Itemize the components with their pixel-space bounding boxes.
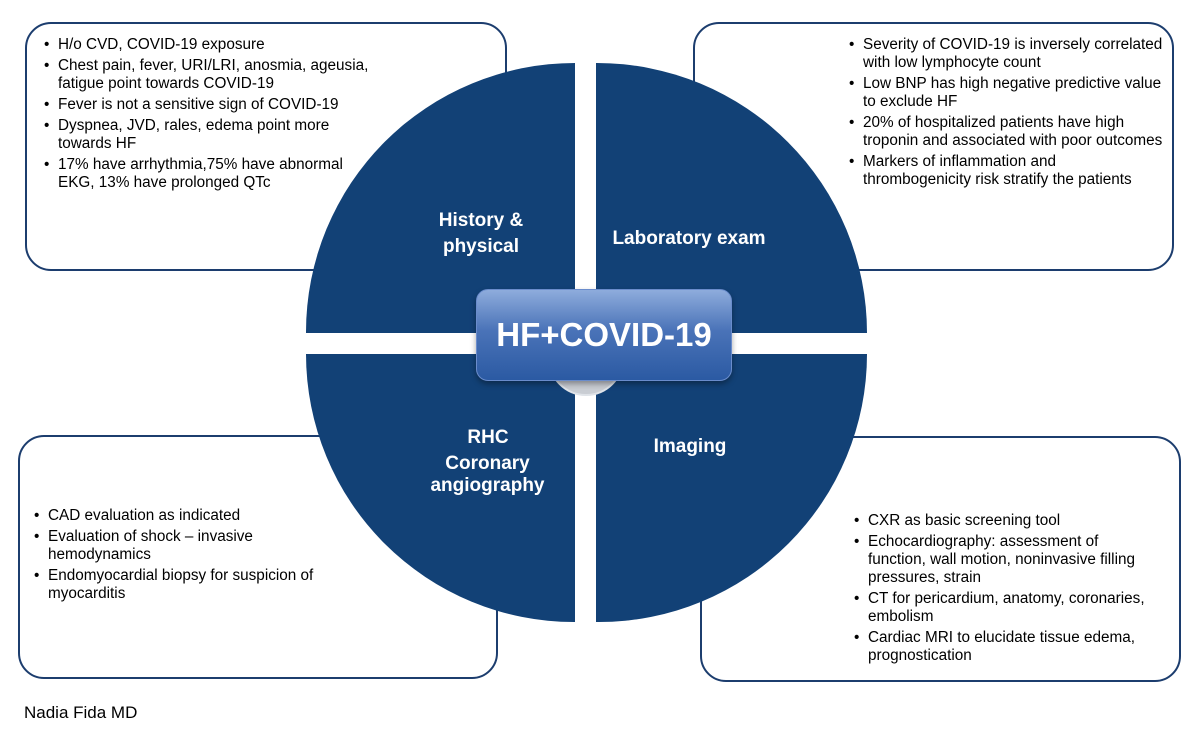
laboratory-list: Severity of COVID-19 is inversely correl… [847,36,1165,192]
list-item: Fever is not a sensitive sign of COVID-1… [42,96,377,114]
list-item: Cardiac MRI to elucidate tissue edema, p… [852,629,1152,665]
laboratory-exam-label: Laboratory exam [612,228,766,249]
list-item: CT for pericardium, anatomy, coronaries,… [852,590,1152,626]
list-item: Low BNP has high negative predictive val… [847,75,1165,111]
list-item: H/o CVD, COVID-19 exposure [42,36,377,54]
list-item: CAD evaluation as indicated [32,507,317,525]
history-list: H/o CVD, COVID-19 exposure Chest pain, f… [42,36,377,195]
rhc-list: CAD evaluation as indicated Evaluation o… [32,507,317,606]
list-item: Echocardiography: assessment of function… [852,533,1152,587]
list-item: CXR as basic screening tool [852,512,1152,530]
list-item: 17% have arrhythmia,75% have abnormal EK… [42,156,377,192]
list-item: Endomyocardial biopsy for suspicion of m… [32,567,317,603]
list-item: Chest pain, fever, URI/LRI, anosmia, age… [42,57,377,93]
center-title: HF+COVID-19 [496,316,712,353]
center-title-box: HF+COVID-19 [476,289,732,381]
rhc-label: RHC [467,427,509,448]
history-physical-label: History & physical [438,210,524,257]
list-item: Dyspnea, JVD, rales, edema point more to… [42,117,377,153]
author-credit: Nadia Fida MD [24,703,138,722]
coronary-angiography-label: Coronary angiography [430,453,545,496]
imaging-label: Imaging [653,436,727,457]
list-item: 20% of hospitalized patients have high t… [847,114,1165,150]
list-item: Evaluation of shock – invasive hemodynam… [32,528,317,564]
list-item: Markers of inflammation and thrombogenic… [847,153,1165,189]
list-item: Severity of COVID-19 is inversely correl… [847,36,1165,72]
imaging-list: CXR as basic screening tool Echocardiogr… [852,512,1152,668]
